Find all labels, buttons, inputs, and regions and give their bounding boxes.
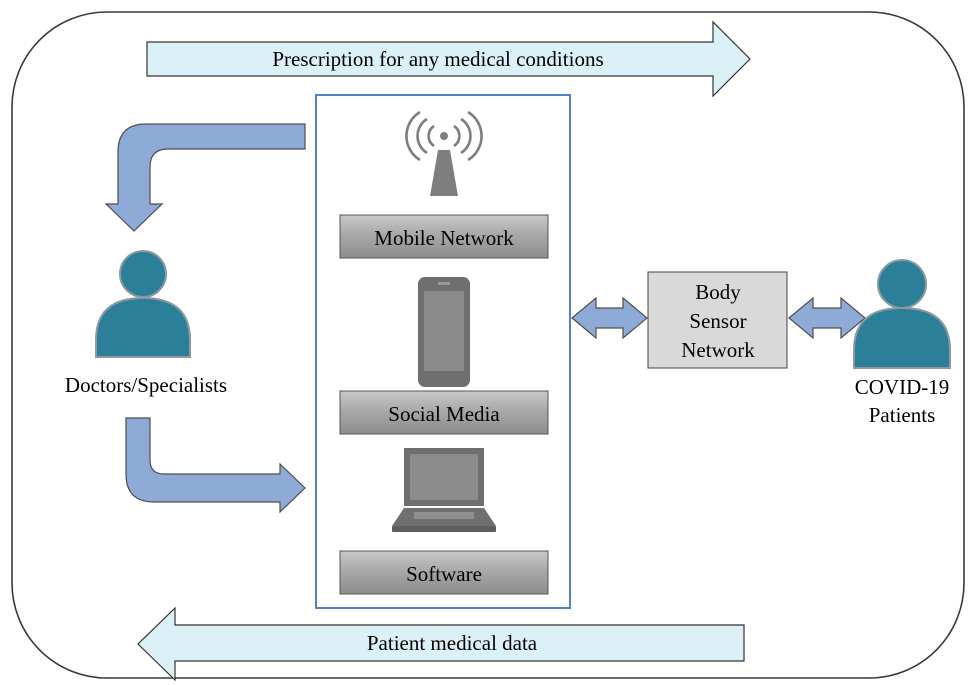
sensor-label-line3: Network [681, 338, 755, 362]
sensor-label-line2: Sensor [689, 309, 746, 333]
prescription-label: Prescription for any medical conditions [272, 47, 603, 71]
body-sensor-network-box [647, 271, 788, 369]
mobile-network-label: Mobile Network [374, 226, 514, 250]
software-box [339, 550, 549, 595]
sensor-label-line1: Body [695, 280, 741, 304]
laptop-icon [392, 448, 496, 532]
antenna-tower-icon [405, 110, 483, 196]
social-media-label: Social Media [388, 402, 500, 426]
patients-label-line2: Patients [869, 403, 936, 427]
patients-label-line1: COVID-19 [855, 375, 950, 399]
patient-person-icon [853, 259, 951, 369]
patient-data-label: Patient medical data [367, 631, 538, 655]
curved-arrow-to-hub [125, 417, 306, 514]
sensor-patient-double-arrow [788, 296, 866, 340]
prescription-arrow: Prescription for any medical conditions [146, 20, 751, 98]
patient-data-arrow: Patient medical data [137, 606, 745, 682]
hub-sensor-double-arrow [571, 296, 648, 340]
software-label: Software [406, 562, 482, 586]
communication-hub [315, 94, 571, 609]
mobile-network-box [339, 214, 549, 259]
curved-arrow-to-doctors [104, 123, 306, 232]
outer-frame [11, 11, 965, 679]
doctors-label: Doctors/Specialists [65, 373, 227, 397]
smartphone-icon [418, 277, 470, 387]
social-media-box [339, 390, 549, 435]
doctor-person-icon [95, 250, 191, 358]
